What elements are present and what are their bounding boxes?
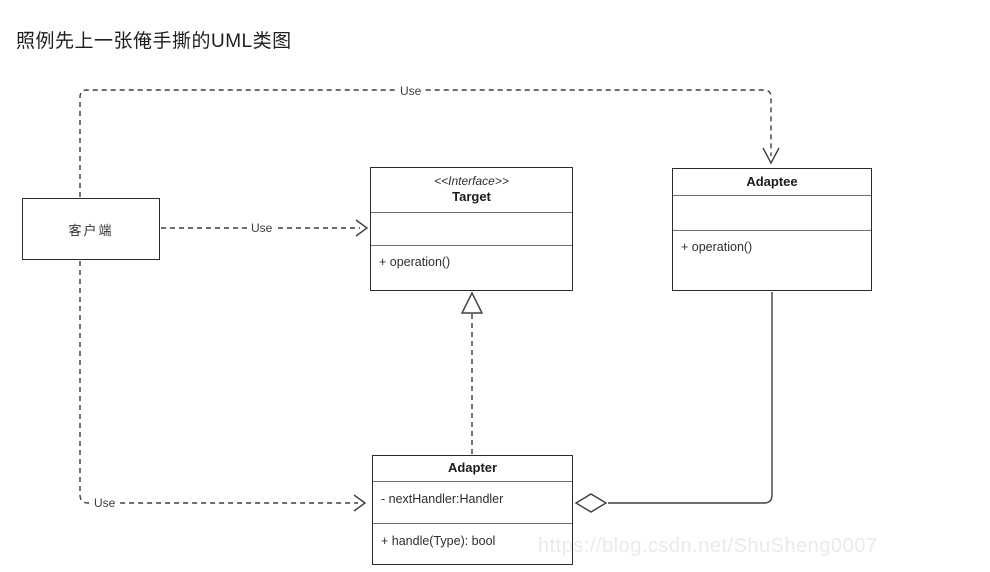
use-label-client-target: Use: [249, 221, 275, 235]
adapter-class-name: Adapter: [447, 460, 498, 476]
page-title: 照例先上一张俺手撕的UML类图: [16, 31, 292, 52]
aggregation-diamond: [574, 493, 608, 513]
use-label-client-adaptee: Use: [398, 84, 424, 98]
target-header: <<Interface>> Target: [371, 168, 572, 213]
target-attributes-section: [371, 213, 572, 246]
dependency-client-adapter-line: [79, 261, 358, 504]
target-stereotype: <<Interface>>: [434, 174, 509, 189]
target-method: + operation(): [379, 255, 451, 269]
target-class-box: <<Interface>> Target + operation(): [370, 167, 573, 291]
dependency-arrowhead-adaptee: [762, 147, 780, 165]
adaptee-class-box: Adaptee + operation(): [672, 168, 872, 291]
client-class-box: 客户端: [22, 198, 160, 260]
target-methods-section: + operation(): [371, 246, 572, 290]
adaptee-header: Adaptee: [673, 169, 871, 196]
adapter-class-box: Adapter - nextHandler:Handler + handle(T…: [372, 455, 573, 565]
adapter-header: Adapter: [373, 456, 572, 482]
adaptee-methods-section: + operation(): [673, 231, 871, 290]
target-class-name: Target: [452, 189, 491, 205]
client-class-name: 客户端: [68, 222, 114, 238]
adapter-method: + handle(Type): bool: [381, 534, 496, 548]
adapter-methods-section: + handle(Type): bool: [373, 524, 572, 564]
adapter-attributes-section: - nextHandler:Handler: [373, 482, 572, 524]
adaptee-method: + operation(): [681, 240, 753, 254]
adapter-attribute: - nextHandler:Handler: [381, 492, 504, 506]
dependency-arrowhead-adapter: [353, 494, 367, 512]
use-label-client-adapter: Use: [92, 496, 118, 510]
adaptee-class-name: Adaptee: [746, 173, 798, 189]
aggregation-adaptee-adapter-line: [608, 292, 773, 504]
dependency-arrowhead-target: [355, 219, 369, 237]
watermark-text: https://blog.csdn.net/ShuSheng0007: [538, 535, 878, 557]
realization-triangle-arrowhead: [460, 291, 484, 314]
adaptee-attributes-section: [673, 196, 871, 231]
